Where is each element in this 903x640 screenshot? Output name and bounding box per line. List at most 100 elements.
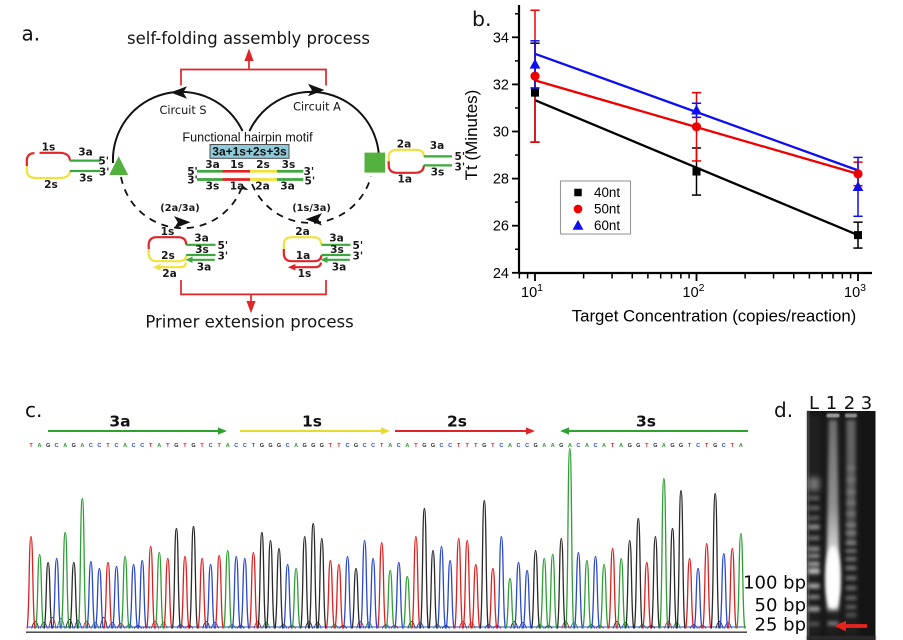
svg-text:T: T bbox=[329, 443, 333, 449]
svg-text:C: C bbox=[448, 443, 452, 449]
svg-text:1s: 1s bbox=[42, 142, 56, 154]
peak-C-65 bbox=[573, 551, 584, 629]
svg-text:3s: 3s bbox=[282, 159, 296, 171]
svg-text:3a: 3a bbox=[205, 159, 220, 171]
hairpin-a-primed bbox=[282, 236, 351, 271]
svg-text:T: T bbox=[183, 443, 187, 449]
svg-text:C: C bbox=[363, 443, 367, 449]
peak-G-81 bbox=[710, 492, 720, 629]
svg-text:T: T bbox=[457, 443, 461, 449]
lane2-well-band bbox=[845, 413, 857, 418]
lane2-band bbox=[845, 523, 857, 527]
size-marker-25-bp: 25 bp bbox=[755, 615, 806, 636]
peak-T-1 bbox=[26, 535, 36, 629]
svg-text:C: C bbox=[89, 443, 93, 449]
peak-C-14 bbox=[137, 559, 147, 629]
peak-T-21 bbox=[197, 557, 207, 629]
svg-text:C: C bbox=[517, 443, 521, 449]
svg-text:G: G bbox=[670, 443, 674, 449]
peak-C-13 bbox=[128, 563, 139, 629]
sample-lane-2 bbox=[845, 413, 857, 617]
svg-text:3s: 3s bbox=[206, 181, 220, 193]
svg-text:3': 3' bbox=[455, 162, 466, 174]
svg-text:3s: 3s bbox=[431, 167, 445, 179]
svg-text:5': 5' bbox=[98, 156, 109, 168]
sample-lane-1 bbox=[825, 413, 841, 626]
svg-text:C: C bbox=[576, 443, 580, 449]
peak-T-15 bbox=[146, 545, 156, 629]
peak-C-31 bbox=[282, 563, 293, 629]
svg-text:G: G bbox=[303, 443, 307, 449]
lane1-product-band bbox=[827, 621, 839, 626]
peak-T-52 bbox=[462, 539, 472, 629]
svg-text:3a: 3a bbox=[194, 233, 209, 245]
svg-text:G: G bbox=[46, 443, 50, 449]
peak-G-39 bbox=[351, 567, 361, 629]
svg-text:C: C bbox=[97, 443, 101, 449]
down-arrow-icon bbox=[246, 301, 256, 314]
svg-text:T: T bbox=[611, 443, 615, 449]
svg-text:1a: 1a bbox=[230, 181, 245, 193]
svg-text:T: T bbox=[491, 443, 495, 449]
svg-text:A: A bbox=[551, 443, 555, 449]
peak-G-72 bbox=[633, 517, 643, 629]
svg-text:C: C bbox=[132, 443, 136, 449]
peak-T-42 bbox=[377, 541, 387, 629]
svg-text:3a: 3a bbox=[280, 181, 295, 193]
peak-C-11 bbox=[111, 565, 122, 629]
lane-label-2: 2 bbox=[844, 393, 855, 414]
svg-text:2a: 2a bbox=[295, 226, 310, 238]
svg-text:A: A bbox=[157, 443, 161, 449]
size-marker-50-bp: 50 bp bbox=[755, 595, 806, 616]
y-tick-label: 26 bbox=[493, 219, 509, 235]
peak-G-6 bbox=[69, 561, 79, 629]
circuit-s-label: Circuit S bbox=[159, 104, 206, 117]
peak-G-29 bbox=[265, 539, 276, 629]
region-label-1s: 1s bbox=[302, 413, 322, 431]
svg-text:C: C bbox=[286, 443, 290, 449]
peak-T-73 bbox=[642, 561, 652, 629]
x-tick-label: 103 bbox=[844, 282, 866, 301]
lane2-faint-band bbox=[846, 478, 856, 482]
lane2-band bbox=[845, 613, 857, 617]
peak-C-67 bbox=[590, 555, 601, 629]
bottom-bracket bbox=[180, 280, 327, 314]
lane1-bright-blob bbox=[825, 546, 841, 608]
svg-text:A: A bbox=[602, 443, 606, 449]
square-marker-icon bbox=[854, 231, 862, 240]
circle-marker-icon bbox=[691, 122, 702, 132]
svg-text:A: A bbox=[508, 443, 512, 449]
circuit-a-cycle bbox=[248, 83, 381, 226]
s-anchor-triangle bbox=[109, 156, 129, 175]
hairpin-motif: Functional hairpin motif 3a+1s+2s+3s 3a … bbox=[182, 131, 315, 193]
circuit-s-cycle bbox=[111, 86, 244, 230]
peak-G-63 bbox=[556, 537, 566, 629]
lane2-band bbox=[845, 586, 857, 590]
panel-d-label: d. bbox=[774, 398, 793, 422]
svg-text:3a: 3a bbox=[430, 140, 445, 152]
peak-G-33 bbox=[300, 535, 310, 629]
svg-text:T: T bbox=[688, 443, 692, 449]
svg-text:1a: 1a bbox=[398, 174, 413, 186]
region-arrow-3s: 3s bbox=[560, 413, 748, 435]
square-marker-icon bbox=[692, 167, 701, 176]
pointer-arrow-icon bbox=[834, 620, 846, 632]
svg-text:G: G bbox=[628, 443, 632, 449]
lane2-faint-band bbox=[846, 512, 856, 516]
svg-text:T: T bbox=[466, 443, 470, 449]
motif-formula: 3a+1s+2s+3s bbox=[212, 144, 287, 158]
svg-text:A: A bbox=[662, 443, 666, 449]
circuit-a-dashed-arrow-icon bbox=[305, 213, 322, 226]
svg-text:3a: 3a bbox=[329, 233, 344, 245]
peak-T-53 bbox=[471, 563, 481, 629]
yellow-primer-arrow-icon bbox=[152, 263, 161, 271]
legend-box bbox=[559, 180, 632, 235]
triangle-marker-icon bbox=[572, 219, 584, 230]
ladder-band bbox=[808, 583, 820, 589]
lane2-faint-band bbox=[846, 501, 856, 505]
gel-bottom-edge bbox=[807, 636, 876, 640]
svg-text:C: C bbox=[397, 443, 401, 449]
circle-marker-icon bbox=[853, 169, 863, 179]
svg-text:G: G bbox=[191, 443, 195, 449]
peak-C-26 bbox=[240, 557, 250, 629]
